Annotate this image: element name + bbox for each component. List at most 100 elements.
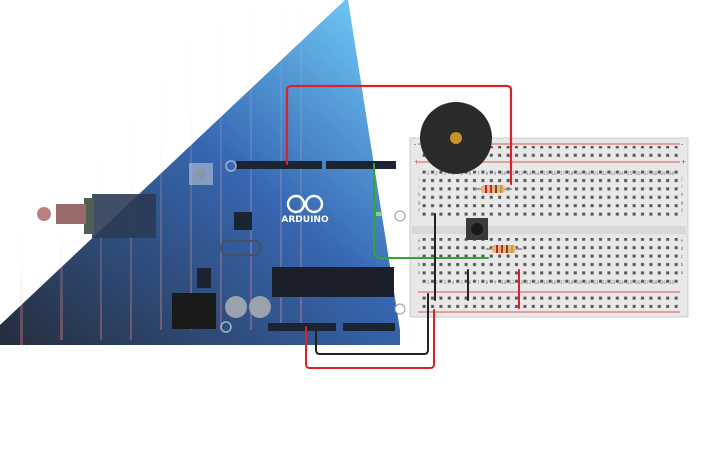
column-number: 25 [627, 171, 633, 176]
column-number: 22 [602, 171, 608, 176]
column-number: 27 [644, 280, 650, 285]
column-number: 13 [526, 171, 532, 176]
column-number: 14 [535, 280, 541, 285]
column-number: 10 [501, 171, 507, 176]
column-number: 12 [518, 171, 524, 176]
column-number: 9 [494, 280, 497, 285]
row-letter: h [418, 192, 421, 198]
column-number: 16 [551, 280, 557, 285]
column-number: 17 [560, 280, 566, 285]
row-letter: f [681, 208, 683, 214]
row-letter: a [418, 271, 421, 276]
column-number: 8 [486, 171, 489, 176]
column-number: 30 [669, 171, 675, 176]
onboard-led [376, 212, 382, 216]
column-number: 17 [560, 171, 566, 176]
column-number: 5 [460, 280, 463, 285]
column-number: 21 [593, 171, 599, 176]
column-number: 20 [585, 280, 591, 285]
mount-hole-1 [225, 160, 237, 172]
row-letter: b [681, 262, 684, 268]
row-letter: h [681, 192, 684, 198]
capacitor-1 [225, 296, 247, 318]
row-letter: b [418, 262, 421, 268]
resistor-bottom [486, 245, 522, 253]
piezo-buzzer [420, 102, 492, 174]
column-number: 24 [619, 171, 625, 176]
column-number: 7 [477, 280, 480, 285]
column-number: 23 [610, 171, 616, 176]
row-letter: i [418, 184, 419, 190]
column-number: 18 [568, 171, 574, 176]
row-letter: c [681, 255, 684, 260]
column-numbers-top: 1234567891011121314151617181920212223242… [427, 171, 675, 176]
wire-green [373, 163, 489, 259]
power-jack [172, 293, 216, 329]
row-letter: i [681, 184, 682, 190]
column-number: 8 [486, 280, 489, 285]
push-button [466, 218, 488, 240]
capacitor-2 [249, 296, 271, 318]
arduino-board: ARDUINO [0, 0, 406, 345]
arduino-logo-text: ARDUINO [281, 215, 329, 225]
column-number: 27 [644, 171, 650, 176]
wire-black-bottom [315, 293, 429, 355]
column-number: 3 [444, 280, 447, 285]
column-number: 24 [619, 280, 625, 285]
column-number: 10 [501, 280, 507, 285]
row-letter: f [418, 208, 420, 214]
column-number: 20 [585, 171, 591, 176]
row-letter: g [418, 201, 421, 206]
column-number: 1 [427, 171, 430, 176]
column-number: 1 [427, 280, 430, 285]
column-number: 29 [661, 171, 667, 176]
column-number: 13 [526, 280, 532, 285]
column-number: 22 [602, 280, 608, 285]
rail-minus-top-right: - [681, 141, 683, 148]
column-number: 30 [669, 280, 675, 285]
column-number: 18 [568, 280, 574, 285]
column-number: 21 [593, 280, 599, 285]
column-number: 3 [444, 171, 447, 176]
row-letter: g [681, 201, 684, 206]
regulator [197, 268, 211, 288]
crystal [220, 240, 262, 256]
rail-minus-top-left: - [414, 141, 416, 148]
column-number: 23 [610, 280, 616, 285]
column-number: 19 [577, 280, 583, 285]
row-letter: e [681, 239, 684, 244]
digital-header-left [236, 161, 322, 169]
column-number: 11 [509, 171, 515, 176]
microcontroller-chip [272, 267, 394, 297]
mount-hole-4 [220, 321, 232, 333]
column-number: 2 [435, 280, 438, 285]
analog-header [343, 323, 395, 331]
row-letter: d [681, 246, 684, 252]
resistor-top [474, 185, 512, 193]
column-number: 29 [661, 280, 667, 285]
wire-red-bottom [305, 309, 435, 369]
column-number: 11 [509, 280, 515, 285]
usb-chip [234, 212, 252, 230]
column-number: 28 [652, 280, 658, 285]
rail-plus-top-right: + [681, 159, 686, 166]
row-letter: e [418, 239, 421, 244]
column-number: 26 [635, 171, 641, 176]
column-number: 15 [543, 280, 549, 285]
column-number: 25 [627, 280, 633, 285]
row-letter: j [680, 176, 682, 182]
mount-hole-3 [394, 303, 406, 315]
digital-header-right [326, 161, 396, 169]
column-number: 6 [469, 280, 472, 285]
column-number: 12 [518, 280, 524, 285]
column-number: 26 [635, 280, 641, 285]
column-number: 16 [551, 171, 557, 176]
column-number: 19 [577, 171, 583, 176]
row-letter: a [681, 271, 684, 276]
arduino-logo: ARDUINO [281, 194, 329, 225]
column-number: 2 [435, 171, 438, 176]
column-number: 7 [477, 171, 480, 176]
